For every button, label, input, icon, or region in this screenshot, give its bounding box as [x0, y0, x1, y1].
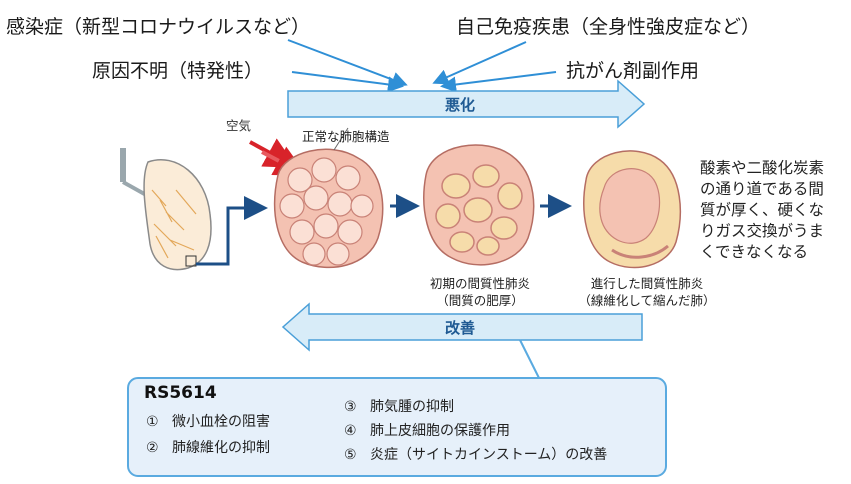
- advanced-stage-illustration: [583, 150, 681, 269]
- rs-item-num: ④: [344, 423, 357, 439]
- early-stage-label-line2: （間質の肥厚）: [436, 293, 524, 308]
- worsen-label: 悪化: [445, 96, 476, 114]
- rs-item-text: 肺上皮細胞の保護作用: [370, 423, 510, 439]
- rs-item-text: 肺気腫の抑制: [370, 399, 454, 415]
- cause-arrow-anticancer: [440, 71, 557, 93]
- normal-alveoli-label: 正常な肺胞構造: [302, 129, 390, 144]
- rs-item: ③ 肺気腫の抑制: [344, 396, 454, 416]
- lung-illustration: [120, 148, 212, 271]
- cause-autoimmune: 自己免疫疾患（全身性強皮症など）: [456, 16, 761, 38]
- rs-item-num: ⑤: [344, 447, 357, 463]
- rs-box-background: [127, 377, 667, 477]
- early-stage-illustration: [423, 144, 535, 266]
- advanced-stage-label: 進行した間質性肺炎 （線維化して縮んだ肺）: [572, 275, 722, 309]
- description-line: くできなくなる: [700, 243, 809, 261]
- improve-label: 改善: [445, 319, 476, 337]
- cause-infection: 感染症（新型コロナウイルスなど）: [6, 16, 311, 38]
- rs-item-text: 炎症（サイトカインストーム）の改善: [370, 447, 608, 463]
- description-line: りガス交換がうま: [700, 222, 825, 240]
- lung-to-alveoli-arrow: [196, 196, 268, 266]
- air-arrow-1: [249, 138, 298, 168]
- advanced-stage-label-line1: 進行した間質性肺炎: [590, 276, 704, 291]
- worsen-bar-arrow: [287, 79, 646, 129]
- cause-arrow-autoimmune: [432, 41, 527, 85]
- description: 酸素や二酸化炭素 の通り道である間 質が厚く、硬くな りガス交換がうま くできな…: [700, 158, 845, 263]
- box-connector: [519, 339, 541, 381]
- advanced-stage-label-line2: （線維化して縮んだ肺）: [578, 293, 716, 308]
- rs-item: ① 微小血栓の阻害: [146, 411, 270, 431]
- rs-item: ④ 肺上皮細胞の保護作用: [344, 420, 510, 440]
- rs-item: ⑤ 炎症（サイトカインストーム）の改善: [344, 444, 607, 464]
- air-label: 空気: [226, 118, 252, 133]
- description-line: の通り道である間: [700, 180, 824, 198]
- cause-anticancer: 抗がん剤副作用: [566, 60, 700, 82]
- rs-box-title: RS5614: [144, 383, 217, 403]
- cause-arrow-unknown: [291, 71, 404, 93]
- rs-item-num: ②: [146, 440, 159, 456]
- rs-item-num: ①: [146, 414, 159, 430]
- cause-unknown: 原因不明（特発性）: [92, 60, 264, 82]
- description-line: 質が厚く、硬くな: [700, 201, 825, 219]
- rs-item-num: ③: [344, 399, 357, 415]
- rs-item-text: 肺線維化の抑制: [172, 440, 270, 456]
- early-stage-label-line1: 初期の間質性肺炎: [429, 276, 530, 291]
- normal-alveoli-illustration: [273, 127, 384, 269]
- description-line: 酸素や二酸化炭素: [700, 159, 825, 177]
- early-stage-label: 初期の間質性肺炎 （間質の肥厚）: [420, 275, 540, 309]
- improve-bar-arrow: [281, 302, 643, 352]
- rs-item-text: 微小血栓の阻害: [172, 414, 270, 430]
- cause-arrow-infection: [287, 39, 408, 88]
- rs-item: ② 肺線維化の抑制: [146, 437, 270, 457]
